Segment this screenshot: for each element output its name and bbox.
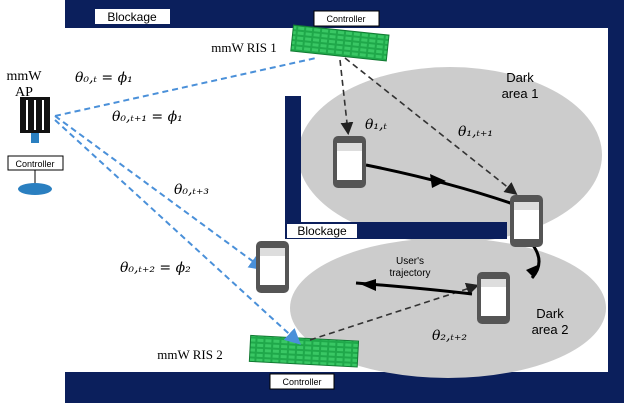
angle-label-1: θ₀,ₜ = ϕ₁: [75, 70, 133, 86]
wall-right: [608, 0, 624, 403]
phone-4: [477, 272, 510, 324]
phone-3: [256, 241, 289, 293]
trajectory-label-line1: User's: [396, 256, 424, 267]
blockage-mid-label: Blockage: [297, 224, 347, 238]
wall-top-left: [65, 0, 85, 28]
blockage-mid-box: [287, 224, 357, 238]
ris-1-label: mmW RIS 1: [211, 40, 277, 55]
ris-2: [248, 334, 360, 368]
angle-label-5: θ₁,ₜ: [365, 117, 387, 133]
link-ris2-user: [309, 282, 480, 341]
dark-area-1-label-line1: Dark: [506, 70, 534, 85]
dark-area-2-label-line1: Dark: [536, 306, 564, 321]
ap-label-line1: mmW: [7, 69, 43, 84]
blockage-top-label: Blockage: [107, 10, 157, 24]
trajectory-arrow-1: [430, 174, 446, 188]
access-point: Controller: [7, 97, 64, 195]
ris-links: [309, 57, 518, 341]
ris-1-controller-box: [313, 10, 380, 27]
link-ap-ris1: [54, 57, 317, 117]
ris-2-controller-box: [269, 373, 335, 390]
ap-links: [54, 57, 317, 345]
angle-label-3: θ₀,ₜ₊₃: [174, 182, 209, 198]
ris-2-panel: [248, 334, 360, 368]
angle-label-7: θ₂,ₜ₊₂: [432, 328, 467, 344]
dark-area-1-label-line2: area 1: [502, 86, 539, 101]
ap-base: [18, 183, 52, 195]
trajectory-seg-1: [365, 163, 517, 207]
dark-area-2-label-line2: area 2: [532, 322, 569, 337]
ris-1: [290, 24, 390, 62]
angle-label-4: θ₀,ₜ₊₂ = ϕ₂: [120, 260, 191, 276]
link-ris1-user2: [344, 57, 518, 195]
link-ap-user: [54, 115, 266, 271]
trajectory-label-line2: trajectory: [389, 268, 430, 279]
link-ris1-user1: [339, 59, 354, 136]
ris-1-controller-label: Controller: [326, 14, 365, 24]
trajectory-arrow-2: [526, 264, 540, 278]
ris-1-panel: [290, 24, 390, 62]
angle-label-2: θ₀,ₜ₊₁ = ϕ₁: [112, 109, 183, 125]
blockage-top-box: [95, 9, 170, 24]
ris-2-controller-label: Controller: [282, 377, 321, 387]
phone-1: [333, 136, 366, 188]
ap-controller-label: Controller: [15, 159, 54, 169]
dark-area-2: [290, 238, 606, 378]
ris-2-label: mmW RIS 2: [157, 347, 223, 362]
outer-walls: [65, 0, 624, 403]
phone-2: [510, 195, 543, 247]
trajectory-arrow-3: [360, 279, 376, 291]
blockage-vertical: [285, 96, 301, 239]
wall-bottom: [65, 372, 624, 403]
link-ap-ris2: [54, 119, 301, 345]
ap-label-line2: AP: [15, 85, 33, 100]
angle-label-6: θ₁,ₜ₊₁: [458, 124, 493, 140]
